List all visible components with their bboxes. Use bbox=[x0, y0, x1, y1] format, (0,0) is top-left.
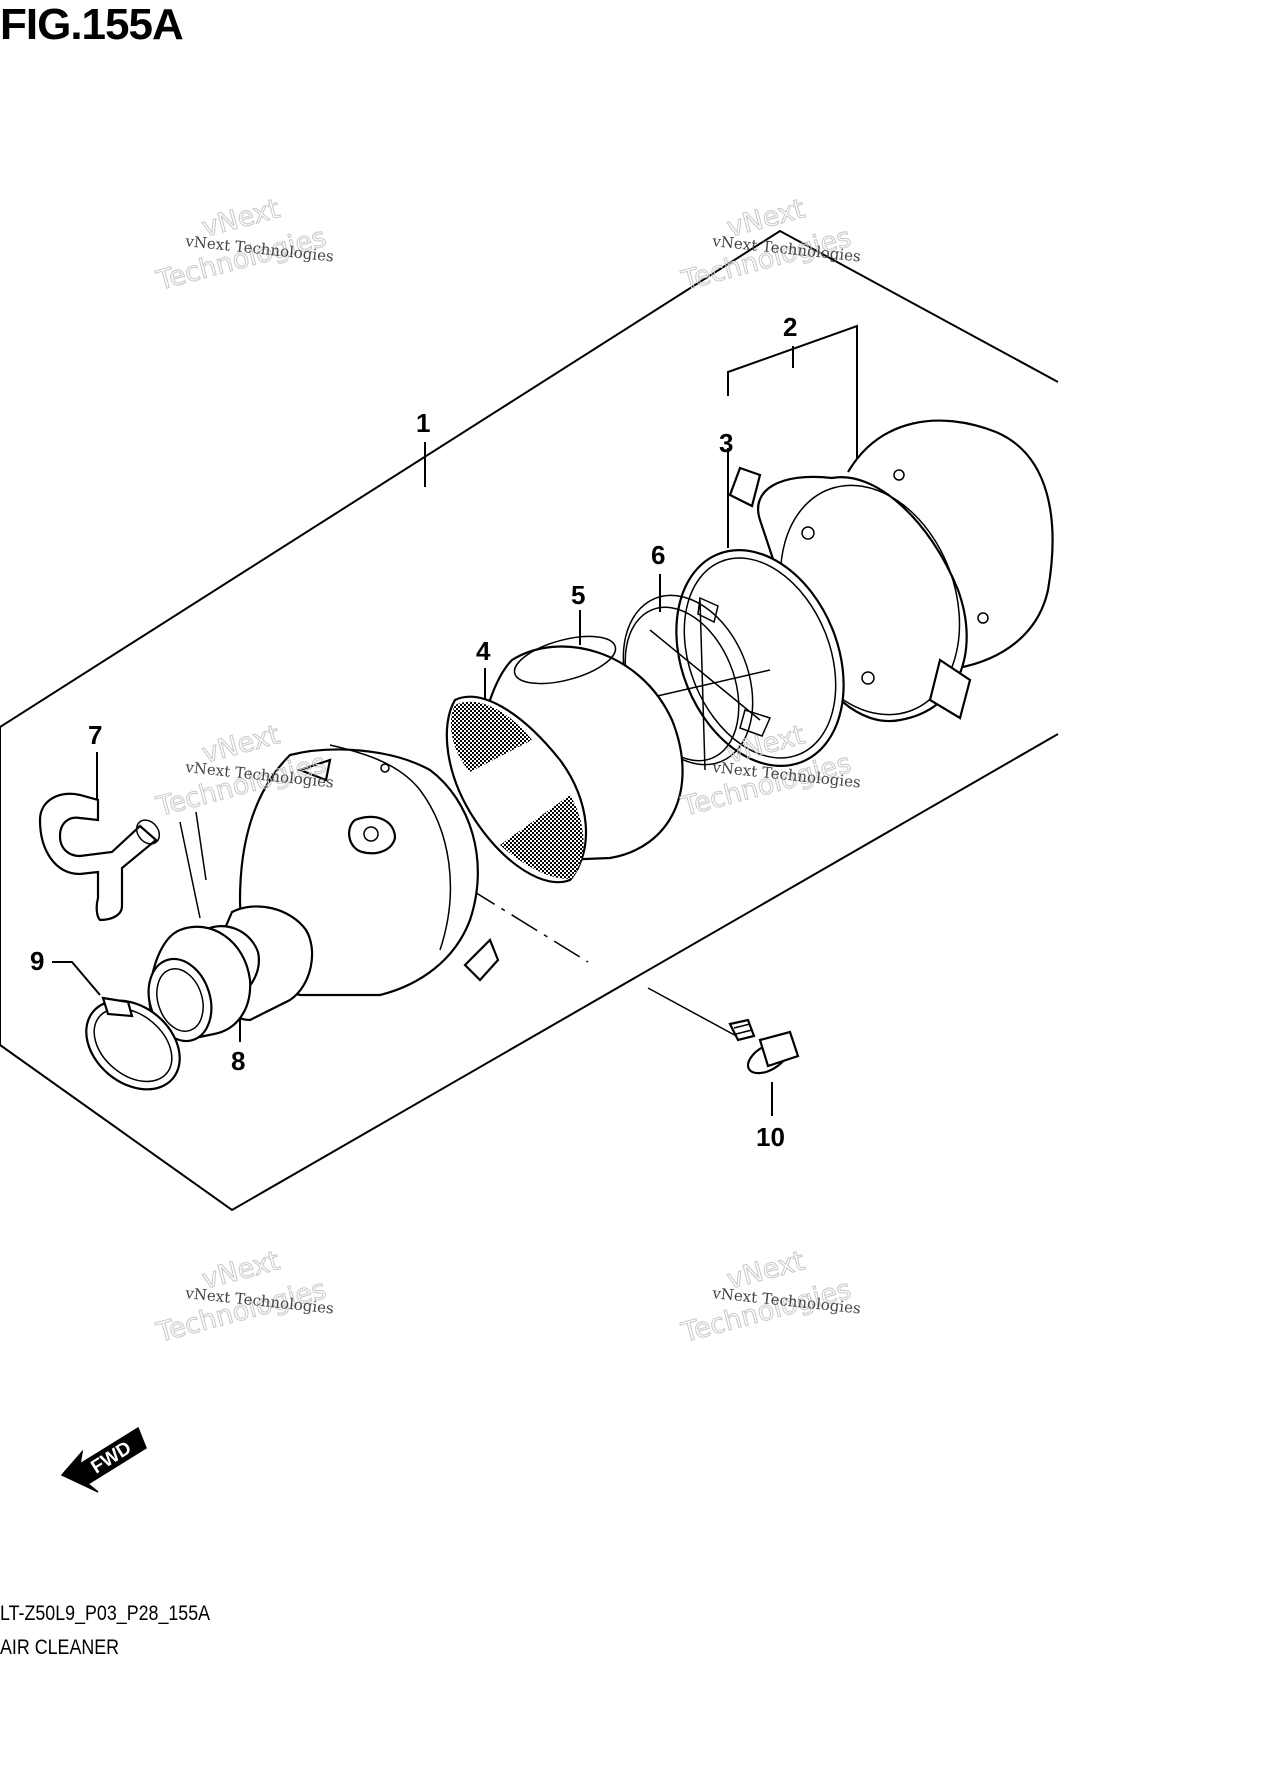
hose-clamp bbox=[85, 996, 181, 1091]
figure-name: AIR CLEANER bbox=[0, 1636, 120, 1659]
watermark-top-left: vNext Technologies vNext Technologies bbox=[152, 193, 334, 298]
callout-10: 10 bbox=[756, 1122, 785, 1152]
callout-9: 9 bbox=[30, 946, 44, 976]
callout-6: 6 bbox=[651, 540, 665, 570]
figure-code: LT-Z50L9_P03_P28_155A bbox=[0, 1602, 211, 1625]
cap-bolt bbox=[728, 1018, 800, 1075]
callout-1: 1 bbox=[416, 408, 430, 438]
watermark-bottom-right: vNext Technologies vNext Technologies bbox=[677, 1245, 861, 1350]
figure-title: FIG.155A bbox=[0, 0, 184, 49]
mesh-screen bbox=[445, 695, 588, 884]
watermark-top-right: vNext Technologies vNext Technologies bbox=[677, 193, 861, 298]
callout-2: 2 bbox=[783, 312, 797, 342]
callout-labels: 1 2 3 4 5 6 7 8 9 10 bbox=[30, 312, 797, 1152]
callout-8: 8 bbox=[231, 1046, 245, 1076]
callout-3: 3 bbox=[719, 428, 733, 458]
leader-lines bbox=[52, 324, 858, 1116]
callout-5: 5 bbox=[571, 580, 585, 610]
callout-7: 7 bbox=[88, 720, 102, 750]
watermark-mid-right: vNext Technologies vNext Technologies bbox=[677, 719, 861, 824]
inlet-boot bbox=[147, 925, 252, 1043]
breather-hose bbox=[38, 792, 161, 922]
assembly-outline bbox=[0, 229, 1059, 1212]
callout-4: 4 bbox=[476, 636, 491, 666]
watermark-bottom-left: vNext Technologies vNext Technologies bbox=[152, 1245, 334, 1350]
case-gasket bbox=[675, 549, 845, 767]
fwd-arrow-icon: FWD bbox=[60, 1426, 147, 1493]
